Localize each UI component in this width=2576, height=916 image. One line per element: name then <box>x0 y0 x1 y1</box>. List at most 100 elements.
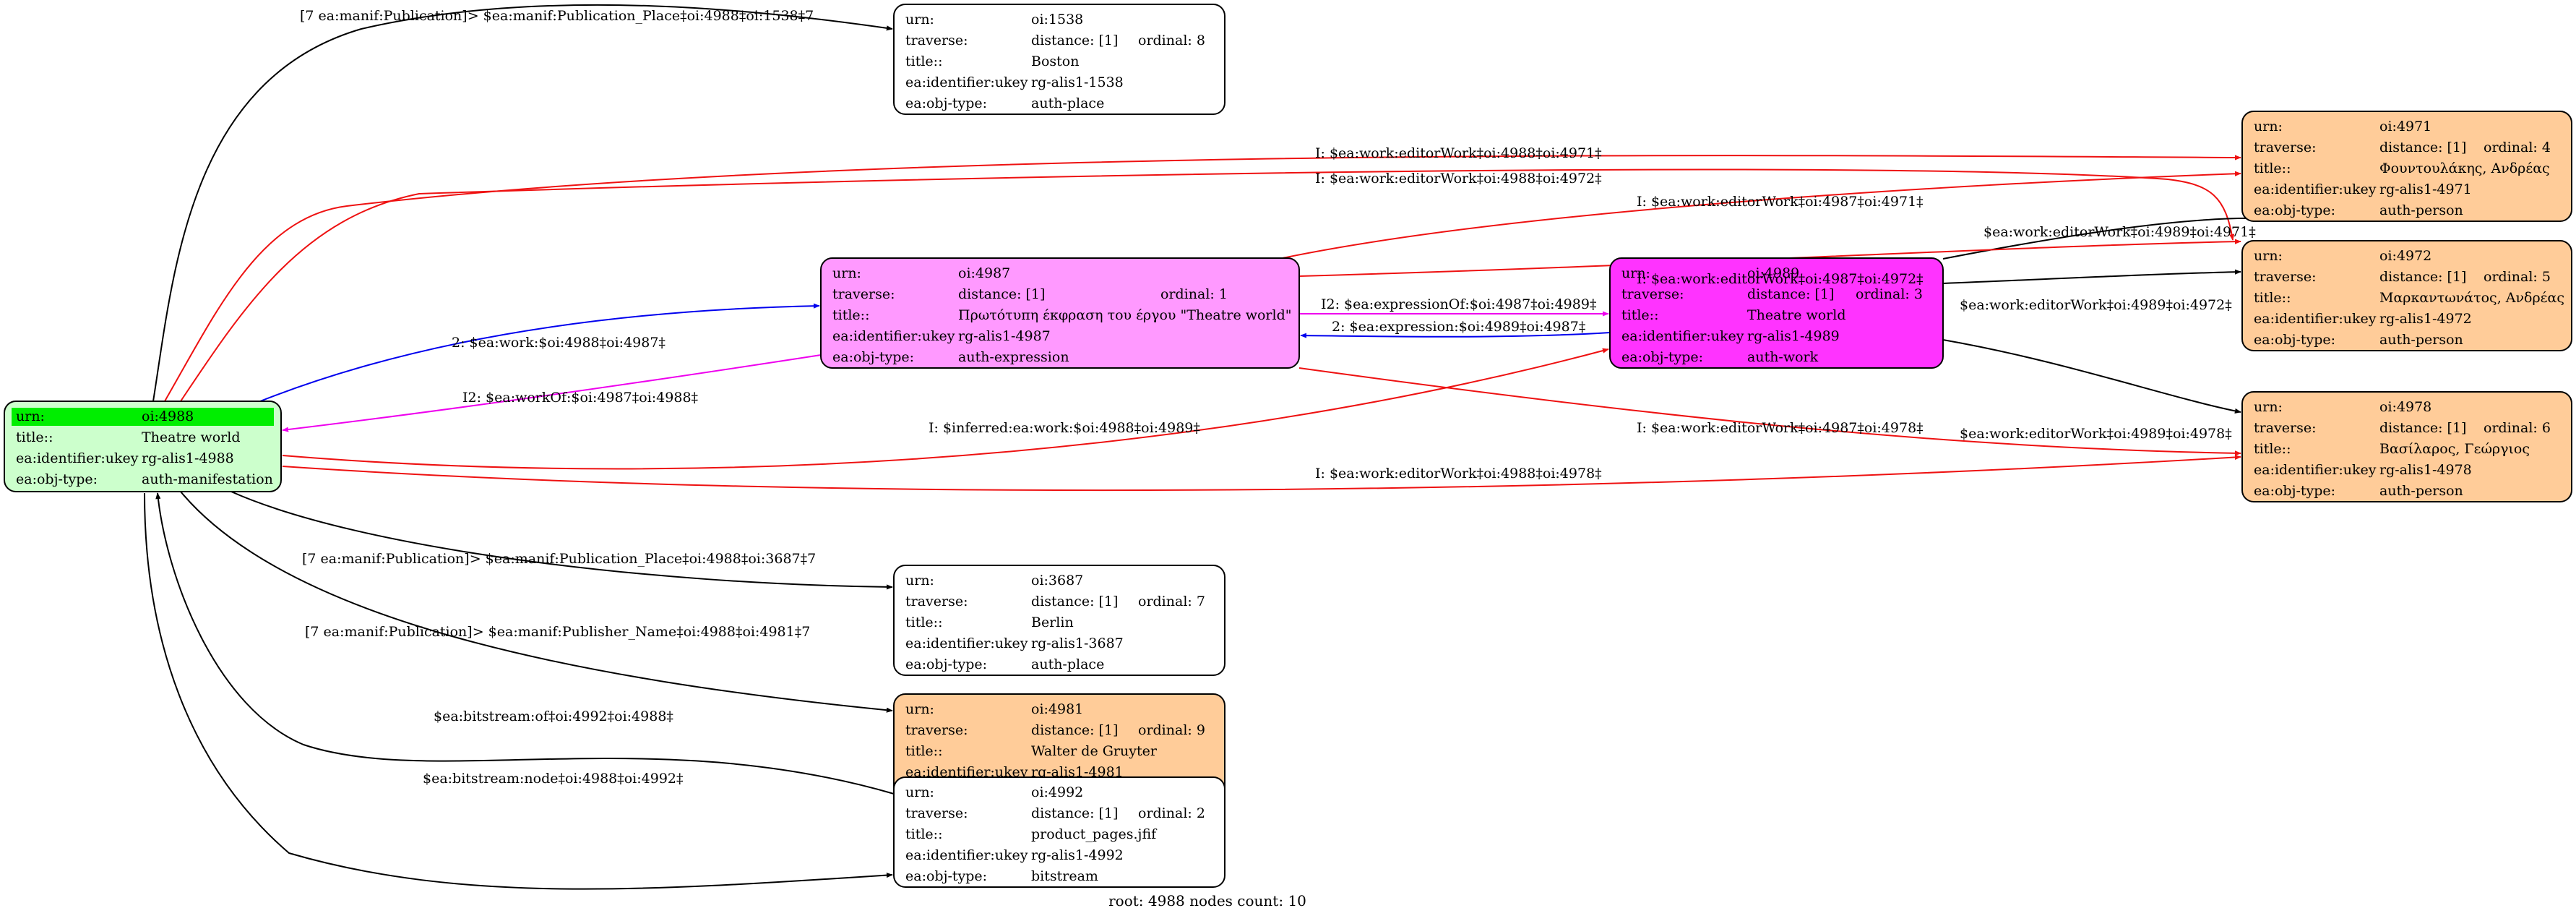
edge-4988_3687 <box>231 491 893 590</box>
edge-label: I: $ea:work:editorWork‡oi:4987‡oi:4972‡ <box>1637 271 1924 287</box>
edge-label: I: $ea:work:editorWork‡oi:4988‡oi:4971‡ <box>1315 145 1602 161</box>
node-field-key: urn: <box>905 573 934 588</box>
edge-label: $ea:bitstream:node‡oi:4988‡oi:4992‡ <box>423 771 684 787</box>
diagram-footer: root: 4988 nodes count: 10 <box>1108 892 1306 909</box>
node-field-key: urn: <box>1621 265 1650 281</box>
node-field-value: auth-manifestation <box>142 471 273 487</box>
node-field-key: traverse: <box>832 286 895 302</box>
node-field-value: distance: [1] <box>958 286 1045 302</box>
edge-4988_4972 <box>180 168 2235 402</box>
node-4992[interactable]: urn: oi:4992 traverse: distance: [1] ordinal… <box>893 776 1225 888</box>
node-field-key: title:: <box>2254 290 2291 306</box>
node-field-key: ea:identifier:ukey <box>905 847 1028 863</box>
node-field-value: distance: [1] <box>1031 722 1118 738</box>
edge-label: [7 ea:manif:Publication]> $ea:manif:Publ… <box>302 551 816 567</box>
node-field-value: Theatre world <box>142 429 241 445</box>
node-field-value: oi:3687 <box>1031 573 1083 588</box>
node-field-value: rg-alis1-4971 <box>2379 181 2472 197</box>
node-field-key: title:: <box>16 429 53 445</box>
node-field-key: traverse: <box>2254 269 2317 285</box>
node-box <box>2241 240 2572 351</box>
node-box <box>820 257 1300 369</box>
node-field-key: title:: <box>2254 441 2291 457</box>
node-field-value: oi:4978 <box>2379 399 2431 415</box>
node-field-key: traverse: <box>905 805 968 821</box>
node-field-ordinal: ordinal: 7 <box>1138 594 1205 609</box>
node-field-value: distance: [1] <box>1031 805 1118 821</box>
edge-label: 2: $ea:work:$oi:4988‡oi:4987‡ <box>452 335 665 351</box>
node-box <box>2241 111 2572 222</box>
edge-4989_4978 <box>1942 339 2241 414</box>
edges-layer <box>144 4 2259 890</box>
node-field-key: ea:obj-type: <box>905 95 987 111</box>
node-box <box>1609 257 1944 369</box>
node-field-value: rg-alis1-3687 <box>1031 635 1124 651</box>
edge-4988_4971 <box>164 155 2241 402</box>
node-field-value: distance: [1] <box>2379 140 2466 155</box>
node-field-ordinal: ordinal: 6 <box>2484 420 2551 436</box>
node-field-value: auth-person <box>2379 332 2463 348</box>
node-field-key: title:: <box>832 307 869 323</box>
node-field-value: distance: [1] <box>1031 594 1118 609</box>
node-field-value: rg-alis1-4972 <box>2379 311 2472 327</box>
edge-label: I: $ea:work:editorWork‡oi:4987‡oi:4978‡ <box>1637 420 1924 436</box>
node-field-value: oi:4988 <box>142 408 194 424</box>
node-field-key: title:: <box>905 53 942 69</box>
node-field-key: ea:identifier:ukey <box>1621 328 1744 344</box>
edge-4987_4972 <box>1298 239 2241 277</box>
node-field-key: urn: <box>905 701 934 717</box>
node-field-value: Βασίλαρος, Γεώργιος <box>2379 441 2530 457</box>
node-field-value: auth-person <box>2379 202 2463 218</box>
node-field-key: ea:obj-type: <box>2254 332 2335 348</box>
node-field-key: urn: <box>905 784 934 800</box>
node-field-key: urn: <box>905 12 934 27</box>
edge-4987_4978 <box>1298 367 2241 456</box>
node-field-value: Πρωτότυπη έκφραση του έργου "Theatre wor… <box>958 307 1292 323</box>
node-field-ordinal: ordinal: 4 <box>2484 140 2551 155</box>
node-field-key: urn: <box>2254 248 2283 264</box>
edge-4988_4989 <box>282 348 1609 470</box>
node-field-value: oi:4992 <box>1031 784 1083 800</box>
node-box <box>2241 391 2572 502</box>
edge-4989_4987 <box>1300 332 1611 338</box>
node-box <box>893 776 1225 888</box>
node-field-key: urn: <box>2254 399 2283 415</box>
edge-label: $ea:bitstream:of‡oi:4992‡oi:4988‡ <box>434 709 673 724</box>
node-field-key: title:: <box>1621 307 1658 323</box>
node-field-key: traverse: <box>2254 420 2317 436</box>
edge-4987_4988 <box>282 354 822 432</box>
node-field-value: Μαρκαντωνάτος, Ανδρέας <box>2379 290 2564 306</box>
node-field-value: rg-alis1-4989 <box>1747 328 1840 344</box>
node-field-key: ea:obj-type: <box>1621 349 1703 365</box>
node-field-key: urn: <box>2254 119 2283 134</box>
node-field-key: ea:identifier:ukey <box>905 74 1028 90</box>
node-field-value: oi:1538 <box>1031 12 1083 27</box>
node-header-highlight <box>12 408 274 426</box>
edge-label: [7 ea:manif:Publication]> $ea:manif:Publ… <box>305 624 810 640</box>
node-field-ordinal: ordinal: 1 <box>1160 286 1228 302</box>
edge-label: I: $ea:work:editorWork‡oi:4988‡oi:4978‡ <box>1315 466 1602 481</box>
node-field-key: traverse: <box>905 33 968 48</box>
node-field-key: traverse: <box>905 722 968 738</box>
node-field-key: ea:obj-type: <box>2254 483 2335 499</box>
node-field-value: auth-expression <box>958 349 1069 365</box>
node-field-ordinal: ordinal: 3 <box>1856 286 1923 302</box>
edge-4988_4978 <box>282 454 2241 492</box>
node-field-key: ea:identifier:ukey <box>2254 311 2377 327</box>
node-field-key: ea:obj-type: <box>905 868 987 884</box>
edge-4988_4981 <box>180 491 893 713</box>
edge-label: $ea:work:editorWork‡oi:4989‡oi:4978‡ <box>1960 426 2232 442</box>
node-field-key: urn: <box>832 265 861 281</box>
node-field-value: distance: [1] <box>2379 269 2466 285</box>
node-field-ordinal: ordinal: 2 <box>1138 805 1205 821</box>
node-field-key: ea:obj-type: <box>16 471 98 487</box>
node-field-key: ea:obj-type: <box>832 349 914 365</box>
